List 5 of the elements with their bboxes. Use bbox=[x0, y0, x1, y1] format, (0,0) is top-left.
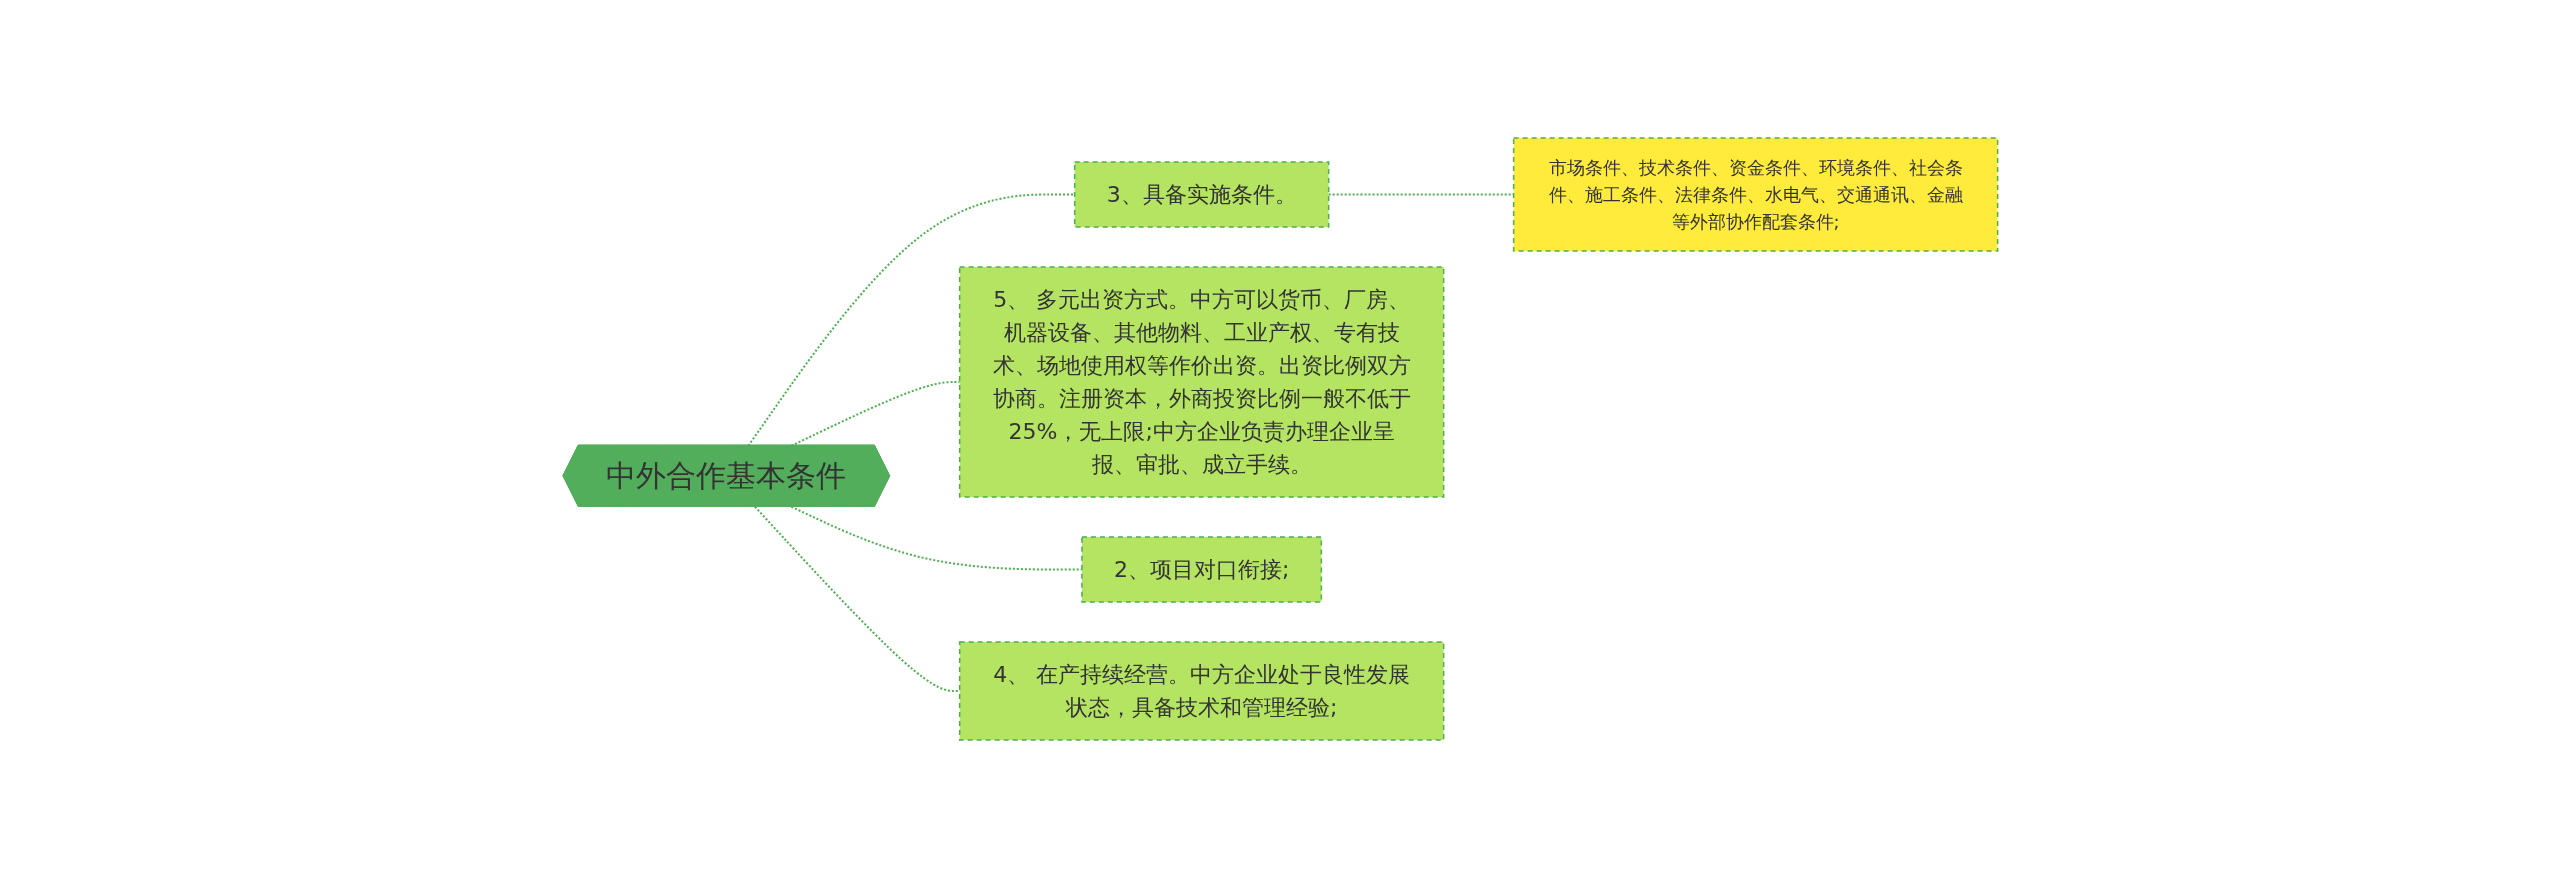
node-box: 4、 在产持续经营。中方企业处于良性发展状态，具备技术和管理经验; bbox=[958, 640, 1445, 741]
node-box: 3、具备实施条件。 bbox=[1073, 160, 1330, 228]
node-box: 5、 多元出资方式。中方可以货币、厂房、机器设备、其他物料、工业产权、专有技术、场地使用权等作价出资。出资比例双方协商。注册资本，外商投资比例一般不低于25%，无上限;中方企业负责办理企业呈报、审批、成立手续。 bbox=[958, 265, 1445, 498]
node-box: 2、项目对口衔接; bbox=[1080, 535, 1322, 603]
node-box: 市场条件、技术条件、资金条件、环境条件、社会条件、施工条件、法律条件、水电气、交通通讯、金融等外部协作配套条件; bbox=[1512, 136, 1999, 252]
